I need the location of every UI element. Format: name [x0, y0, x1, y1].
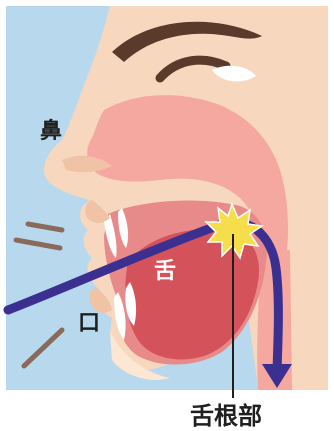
- label-tongue-root: 舌根部: [190, 402, 262, 430]
- label-mouth: 口: [78, 311, 100, 336]
- label-nose: 鼻: [40, 118, 62, 144]
- label-tongue: 舌: [154, 259, 176, 284]
